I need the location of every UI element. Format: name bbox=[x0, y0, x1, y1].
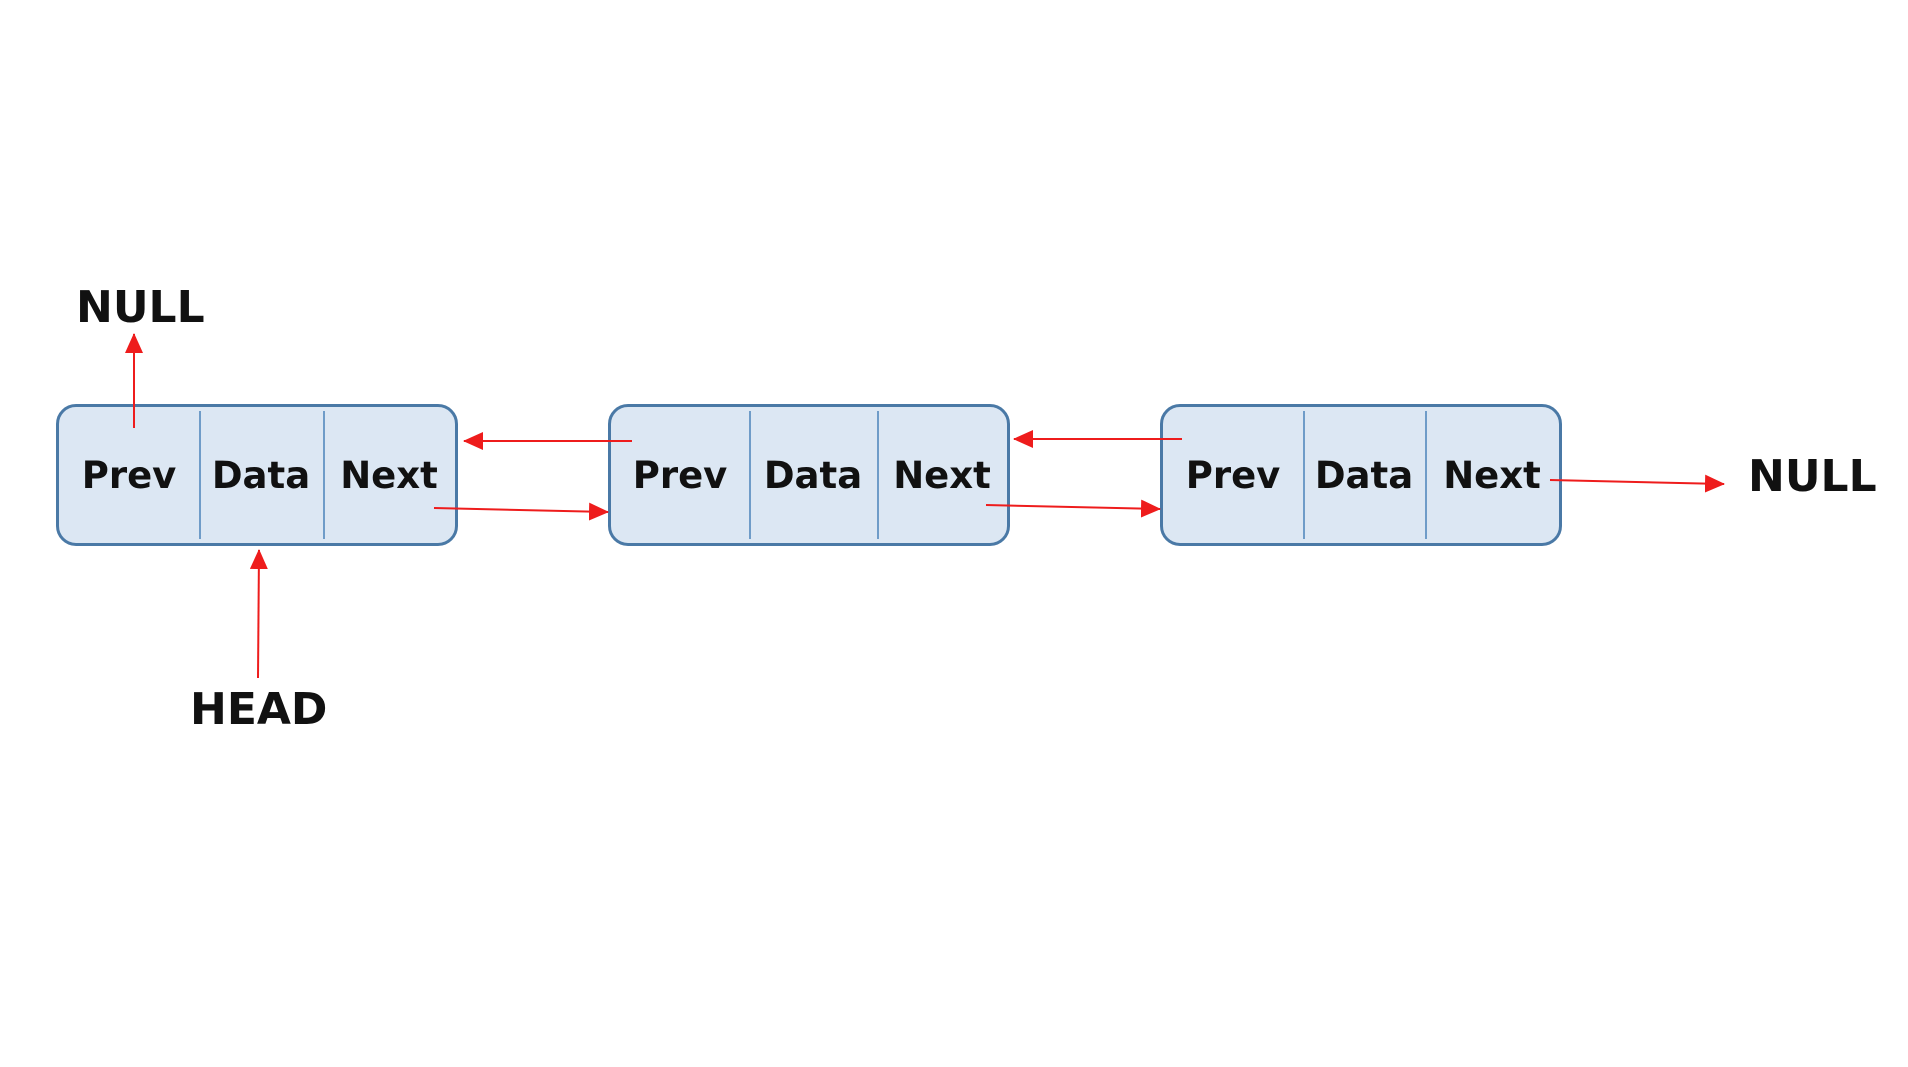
node-3-next-field: Next bbox=[1443, 453, 1541, 497]
node-2: Prev Data Next bbox=[608, 404, 1010, 546]
null-label-left: NULL bbox=[76, 282, 205, 333]
node-3: Prev Data Next bbox=[1160, 404, 1562, 546]
node-2-next-field: Next bbox=[893, 453, 991, 497]
node-1-divider-1 bbox=[199, 411, 201, 539]
node-1-data-field: Data bbox=[211, 453, 311, 497]
node-2-divider-1 bbox=[749, 411, 751, 539]
node-1: Prev Data Next bbox=[56, 404, 458, 546]
arrow-node2-next-to-node3 bbox=[985, 499, 1161, 518]
node-1-prev-field: Prev bbox=[81, 453, 177, 497]
node-1-divider-2 bbox=[323, 411, 325, 539]
node-2-prev-field: Prev bbox=[632, 453, 728, 497]
arrow-head-to-node1 bbox=[249, 549, 268, 679]
null-label-right: NULL bbox=[1748, 451, 1877, 502]
node-3-divider-2 bbox=[1425, 411, 1427, 539]
node-3-divider-1 bbox=[1303, 411, 1305, 539]
node-2-data-field: Data bbox=[763, 453, 863, 497]
node-1-next-field: Next bbox=[340, 453, 438, 497]
head-label: HEAD bbox=[190, 684, 328, 735]
arrow-node1-next-to-node2 bbox=[433, 502, 609, 521]
node-2-divider-2 bbox=[877, 411, 879, 539]
node-3-prev-field: Prev bbox=[1185, 453, 1281, 497]
arrow-node3-next-to-null bbox=[1549, 474, 1725, 493]
node-3-data-field: Data bbox=[1314, 453, 1414, 497]
